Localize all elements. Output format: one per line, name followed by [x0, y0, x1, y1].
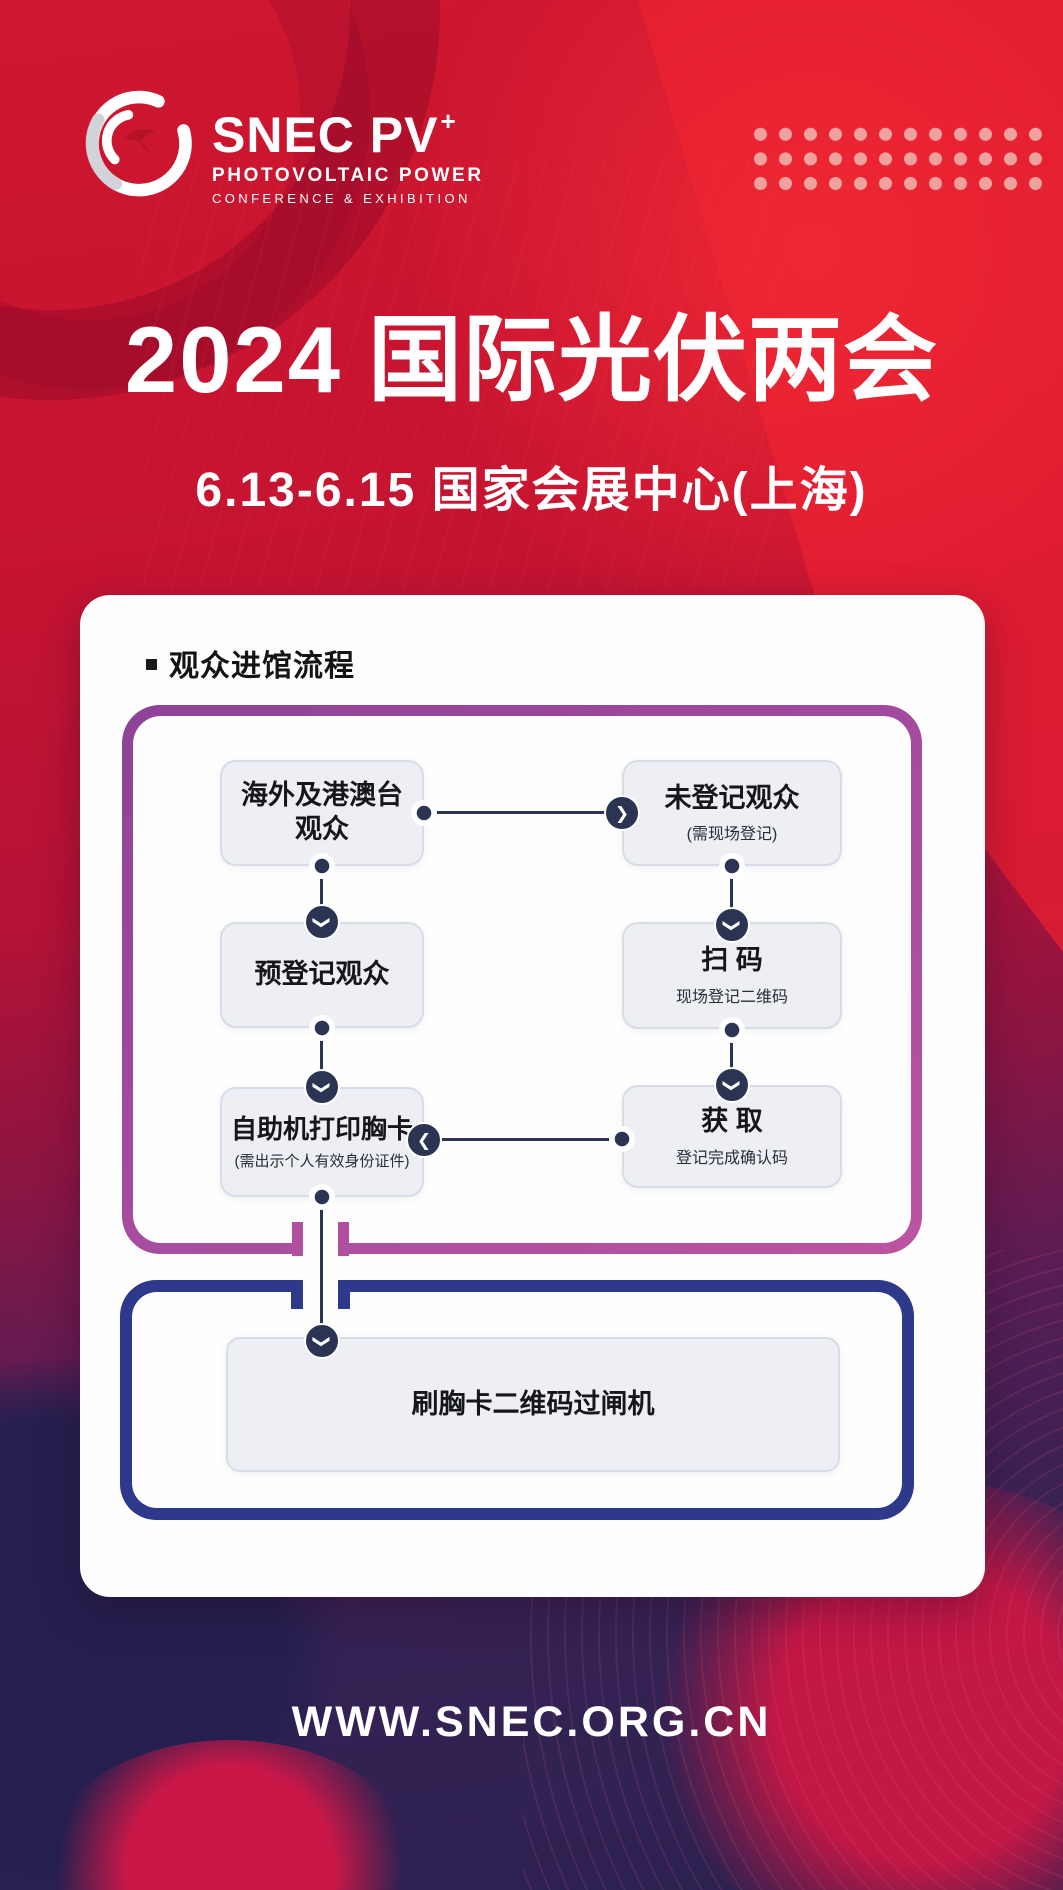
brand-logo: SNEC PV+ PHOTOVOLTAIC POWER CONFERENCE &… [76, 80, 484, 206]
purple-border-stub [338, 1222, 349, 1256]
node-title: 未登记观众 [664, 782, 800, 813]
connector-dot [609, 1126, 635, 1152]
brand-tagline-2: CONFERENCE & EXHIBITION [212, 191, 471, 206]
chevron-down-icon: ❯ [304, 904, 340, 940]
chevron-down-icon: ❯ [304, 1323, 340, 1359]
connector-line [424, 811, 622, 814]
flow-node-unregistered: 未登记观众 (需现场登记) [622, 760, 842, 866]
chevron-right-icon: ❯ [604, 795, 640, 831]
connector-dot [411, 800, 437, 826]
chevron-down-icon: ❯ [714, 907, 750, 943]
connector-line [730, 1030, 733, 1086]
node-title: 预登记观众 [254, 959, 390, 990]
node-title: 自助机打印胸卡 [230, 1113, 413, 1144]
dots-pattern [748, 122, 1048, 196]
navy-border-stub [338, 1280, 350, 1309]
background-blob [40, 1740, 420, 1890]
node-subtitle: 现场登记二维码 [675, 988, 788, 1006]
event-date-venue: 6.13-6.15 国家会展中心(上海) [195, 464, 868, 517]
event-year: 2024 [124, 307, 343, 412]
purple-border-stub [292, 1222, 303, 1256]
connector-line [320, 1197, 323, 1342]
chevron-down-icon: ❯ [304, 1069, 340, 1105]
brand-name: SNEC PV+ [212, 106, 457, 163]
snec-swirl-icon [85, 90, 192, 197]
brand-tagline-1: PHOTOVOLTAIC POWER [212, 165, 484, 186]
connector-dot [719, 1017, 745, 1043]
node-title: 扫 码 [701, 945, 763, 976]
node-subtitle: 登记完成确认码 [675, 1149, 788, 1167]
event-title-cn: 国际光伏两会 [368, 307, 939, 412]
node-title: 海外及港澳台 [241, 780, 403, 811]
chevron-down-icon: ❯ [714, 1067, 750, 1103]
section-header: 观众进馆流程 [146, 641, 355, 685]
connector-dot [309, 1184, 335, 1210]
flowchart-card: 观众进馆流程 海外及港澳台 观众 未登记观众 (需现场登 [80, 595, 985, 1597]
connector-line [320, 1028, 323, 1088]
node-title: 刷胸卡二维码过闸机 [411, 1388, 655, 1419]
connector-line [320, 866, 323, 924]
chevron-left-icon: ❮ [406, 1122, 442, 1158]
connector-dot [309, 1015, 335, 1041]
connector-dot [719, 853, 745, 879]
square-bullet-icon [146, 658, 157, 670]
flow-node-badge-print: 自助机打印胸卡 (需出示个人有效身份证件) [220, 1087, 424, 1197]
node-title: 观众 [295, 814, 349, 844]
node-title: 获 取 [701, 1106, 763, 1137]
flow-node-overseas: 海外及港澳台 观众 [220, 760, 424, 866]
website-url: WWW.SNEC.ORG.CN [291, 1698, 772, 1746]
connector-line [440, 1138, 622, 1141]
connector-dot [309, 853, 335, 879]
section-title: 观众进馆流程 [169, 650, 355, 683]
node-subtitle: (需现场登记) [686, 826, 778, 844]
node-subtitle: (需出示个人有效身份证件) [234, 1153, 410, 1171]
brand-plus: + [440, 106, 457, 136]
navy-border-stub [291, 1280, 303, 1309]
